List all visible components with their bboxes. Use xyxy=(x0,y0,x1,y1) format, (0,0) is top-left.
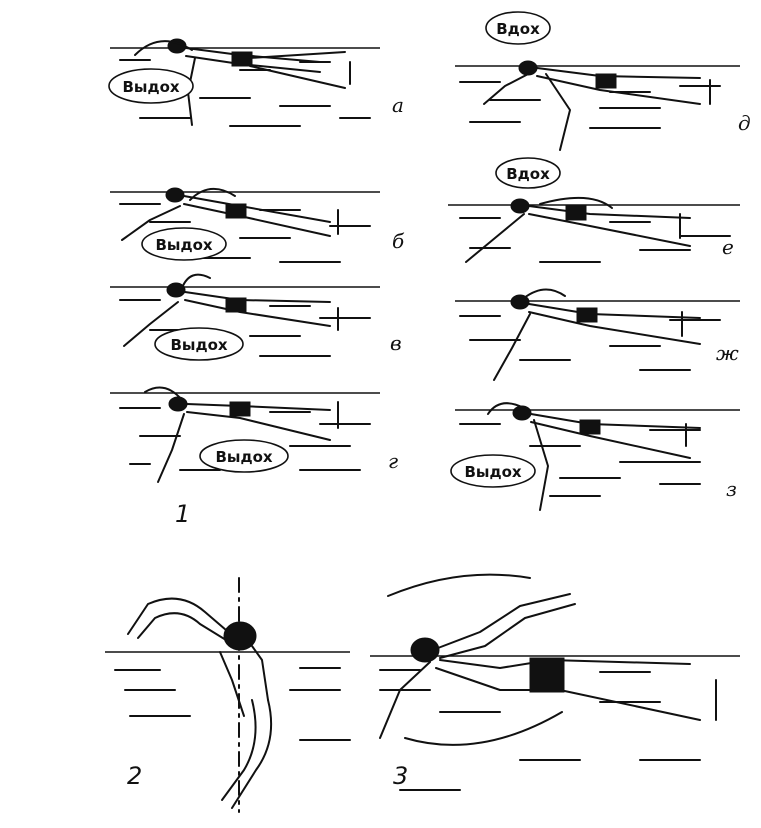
swimmer xyxy=(127,597,273,809)
breath-bubble: Выдох xyxy=(154,327,244,361)
swimmer xyxy=(465,196,691,263)
frame-zh: ж xyxy=(455,288,740,381)
breath-label: Вдох xyxy=(506,165,550,183)
water-ripples xyxy=(119,59,371,127)
breath-label: Вдох xyxy=(496,20,540,38)
breath-bubble: Выдох xyxy=(199,439,289,473)
frame-e: Вдох е xyxy=(448,157,740,263)
breath-label: Выдох xyxy=(464,463,521,481)
water-ripples xyxy=(119,299,371,357)
frame-letter: ж xyxy=(716,341,739,365)
water-ripples xyxy=(459,217,731,263)
breath-label: Выдох xyxy=(215,448,272,466)
frame-a: Выдох а xyxy=(108,38,404,127)
group-number-1: 1 xyxy=(175,500,190,528)
breath-label: Выдох xyxy=(122,78,179,96)
swimmer xyxy=(483,60,701,151)
water-ripples xyxy=(459,81,721,129)
breath-bubble: Выдох xyxy=(450,454,536,488)
water-ripples xyxy=(379,669,701,791)
figure-side-view: 3 xyxy=(370,573,740,791)
swimmer xyxy=(144,386,331,483)
swimmer xyxy=(379,593,701,739)
frame-d: Вдох д xyxy=(455,11,751,151)
breath-bubble: Вдох xyxy=(495,157,561,189)
frame-letter: г xyxy=(388,449,398,473)
swimmer xyxy=(123,273,331,347)
frame-letter: б xyxy=(392,229,405,253)
frame-b: Выдох б xyxy=(110,187,405,263)
frame-letter: з xyxy=(726,477,737,501)
swimmer xyxy=(134,38,346,126)
frame-letter: е xyxy=(722,235,734,259)
swimmer xyxy=(121,187,331,241)
frame-letter: а xyxy=(392,93,404,117)
breath-bubble: Выдох xyxy=(141,227,227,261)
breath-bubble: Выдох xyxy=(108,68,194,104)
frame-v: Выдох в xyxy=(110,273,402,361)
swimmer xyxy=(487,402,701,511)
water-ripples xyxy=(119,407,371,471)
group-number-3: 3 xyxy=(393,762,408,790)
water-ripples xyxy=(459,315,721,371)
group-number-2: 2 xyxy=(127,762,142,790)
water-ripples xyxy=(114,667,351,741)
swimmer xyxy=(493,288,701,381)
frame-g: Выдох г xyxy=(110,386,398,483)
breath-label: Выдох xyxy=(170,336,227,354)
rotation-arrow-icon xyxy=(404,711,563,746)
frame-letter: в xyxy=(390,331,402,355)
water-ripples xyxy=(119,203,371,263)
breath-bubble: Вдох xyxy=(485,11,551,45)
frame-z: Выдох з xyxy=(450,402,740,511)
water-ripples xyxy=(459,423,701,497)
frame-letter: д xyxy=(738,111,751,135)
breath-label: Выдох xyxy=(155,236,212,254)
figure-front-view: 2 xyxy=(105,577,351,813)
rotation-arrow-icon xyxy=(387,573,531,597)
